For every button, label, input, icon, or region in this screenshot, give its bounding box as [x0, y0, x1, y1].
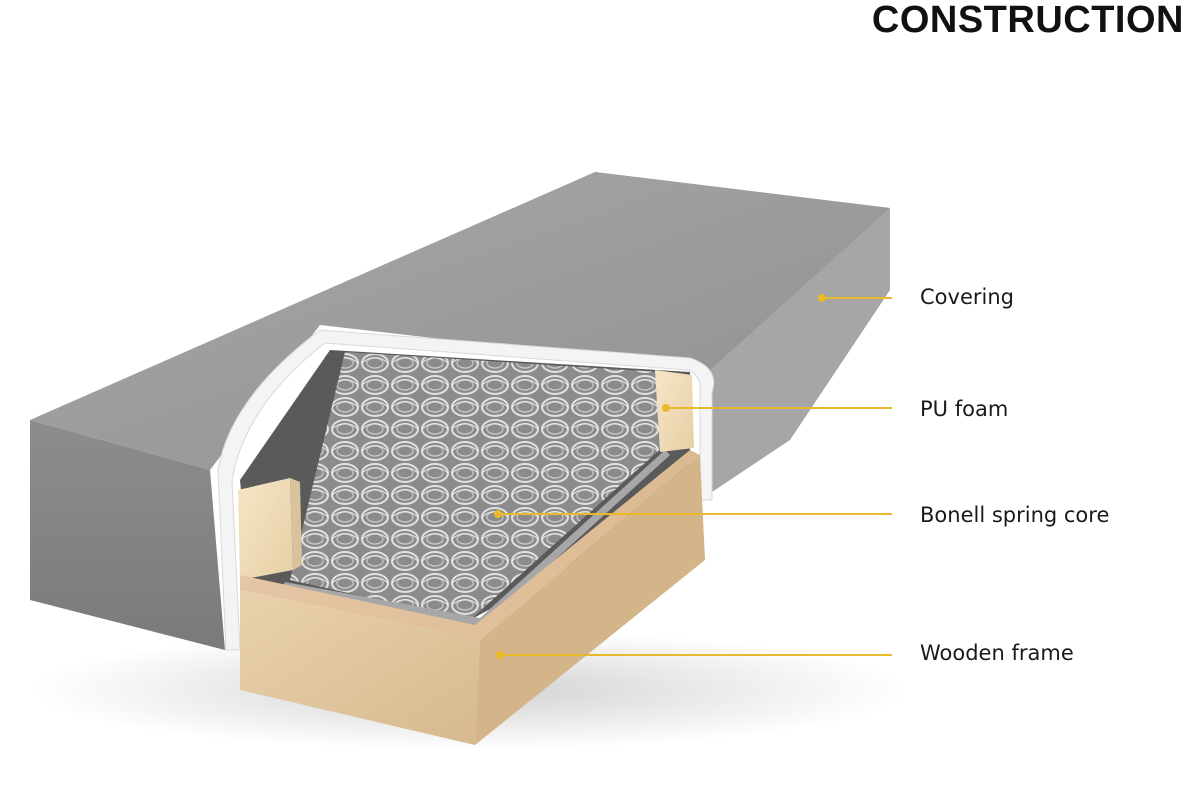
bonell-spring-core-graphic — [290, 352, 665, 620]
callout-dot-pu-foam — [662, 404, 670, 412]
callout-lines — [494, 294, 892, 659]
callout-label-covering: Covering — [920, 285, 1014, 309]
page-title: CONSTRUCTION — [871, 0, 1184, 41]
callout-dot-covering — [818, 294, 826, 302]
wooden-frame-side — [475, 455, 705, 745]
wooden-frame-front — [240, 590, 480, 745]
callout-label-pu-foam: PU foam — [920, 397, 1009, 421]
callout-dot-bonell-spring-core — [494, 510, 502, 518]
callout-label-wooden-frame: Wooden frame — [920, 641, 1074, 665]
pu-foam-block-left-side — [290, 478, 302, 570]
pu-foam-block-right — [655, 370, 694, 452]
callout-dot-wooden-frame — [496, 651, 504, 659]
callout-label-bonell-spring-core: Bonell spring core — [920, 503, 1110, 527]
covering-top — [30, 172, 890, 470]
covering-front — [30, 420, 225, 650]
covering-side-back — [700, 208, 890, 500]
pu-foam-edge — [217, 329, 715, 651]
pu-foam-block-left — [238, 478, 293, 580]
